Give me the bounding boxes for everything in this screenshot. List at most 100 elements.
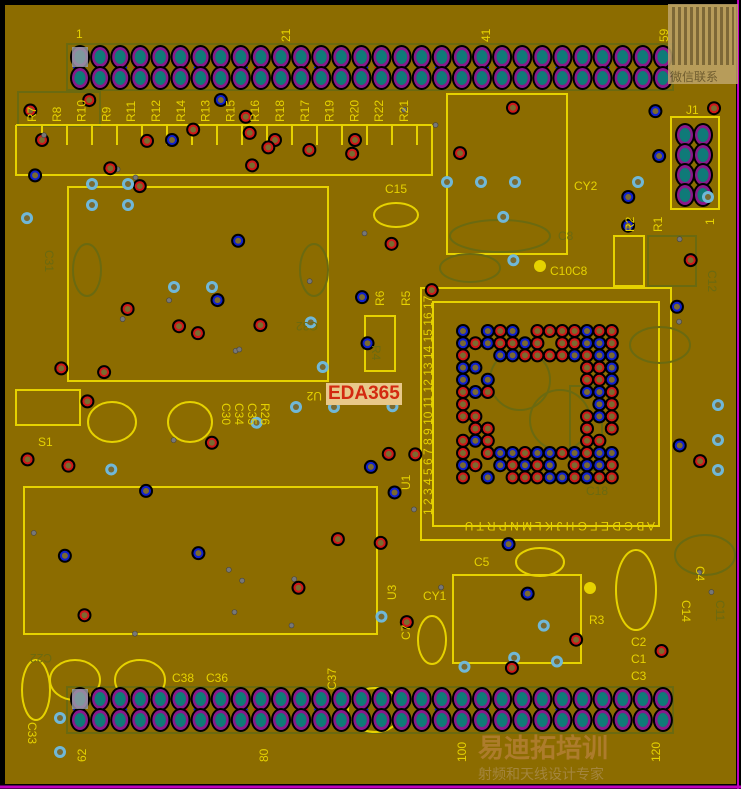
- via: [559, 328, 566, 334]
- header-pad-hole: [175, 692, 186, 706]
- via: [608, 413, 615, 420]
- via-hole: [512, 179, 518, 185]
- via: [546, 352, 553, 359]
- resistor-label: R14: [174, 100, 188, 122]
- via: [509, 474, 516, 481]
- top-header-pin-labels: 1 21 41 59: [76, 27, 671, 42]
- via: [65, 462, 72, 469]
- via: [608, 376, 615, 383]
- header-pad-hole: [255, 713, 267, 727]
- label-j1-pin1: 1: [703, 218, 717, 225]
- small-via: [676, 318, 682, 325]
- via: [596, 364, 603, 371]
- label-c14: C14: [679, 600, 693, 622]
- resistor-array-outline: [15, 124, 433, 176]
- header-pad-hole: [496, 692, 508, 706]
- via: [608, 462, 615, 469]
- via: [208, 439, 215, 446]
- resistor-label: R12: [149, 100, 163, 122]
- label-c12: C12: [705, 270, 719, 292]
- via: [608, 340, 615, 347]
- small-via: [708, 589, 715, 595]
- watermark-subtitle: 射频和天线设计专家: [478, 767, 604, 783]
- header-pad-hole: [476, 713, 488, 727]
- via: [195, 550, 202, 557]
- via-hole: [24, 215, 31, 222]
- via: [697, 458, 704, 465]
- header-pad-hole: [114, 692, 126, 706]
- via: [546, 474, 553, 481]
- via: [460, 437, 466, 444]
- via: [625, 222, 632, 229]
- via: [136, 183, 143, 190]
- via: [472, 425, 479, 432]
- label-c36: C36: [206, 671, 228, 685]
- header-pad-hole: [456, 50, 468, 64]
- via: [596, 401, 603, 408]
- header-pad-hole: [637, 50, 649, 64]
- header-pad-hole: [496, 71, 508, 85]
- header-pad-hole: [436, 71, 448, 85]
- label-cy2: CY2: [574, 179, 598, 193]
- header-pad-hole: [416, 50, 428, 64]
- via: [388, 240, 395, 247]
- via-hole: [553, 658, 560, 665]
- header-pad-hole: [114, 50, 126, 64]
- via: [676, 442, 683, 449]
- label-r26: R26: [258, 403, 272, 425]
- resistor-label: R10: [75, 100, 89, 122]
- label-c22: C22: [30, 651, 52, 665]
- via: [584, 376, 590, 383]
- header-pad-hole: [376, 713, 387, 727]
- label-c11: C11: [713, 600, 727, 621]
- small-via: [236, 346, 243, 353]
- header-pad-hole: [134, 50, 146, 64]
- small-via: [30, 530, 37, 536]
- via-hole: [293, 404, 299, 410]
- u2-outline: [67, 186, 329, 382]
- header-pad-hole: [617, 713, 629, 727]
- header-pad-hole: [476, 50, 488, 64]
- header-pad-hole: [94, 50, 106, 64]
- small-via: [306, 278, 313, 284]
- resistor-label: R22: [372, 100, 386, 122]
- c11-outline: [674, 534, 736, 576]
- label-r4: R4: [369, 345, 383, 361]
- via: [460, 376, 466, 383]
- via: [508, 664, 515, 671]
- via: [412, 451, 419, 458]
- label-j1: J1: [686, 103, 699, 117]
- via: [349, 150, 356, 157]
- via-hole: [307, 319, 314, 326]
- via: [403, 619, 410, 626]
- u3-outline: [23, 486, 378, 635]
- header-pad-hole: [335, 50, 347, 64]
- cy2-outline: [446, 93, 568, 255]
- u1-inner-outline: [432, 301, 660, 527]
- via-hole: [108, 466, 115, 473]
- header-pad-hole: [556, 71, 568, 85]
- via: [596, 389, 603, 395]
- via: [472, 413, 479, 420]
- label-c1: C1: [631, 652, 647, 666]
- header-pad-hole: [416, 71, 428, 85]
- label-c10c8: C10C8: [550, 264, 588, 278]
- header-pad-hole: [275, 713, 287, 727]
- header-pad-hole: [215, 713, 227, 727]
- small-via: [132, 174, 139, 181]
- header-pad-hole: [456, 713, 468, 727]
- header-pad-hole: [335, 713, 347, 727]
- qr-code-watermark: 微信联系: [668, 4, 738, 84]
- j1-outline: [670, 116, 720, 210]
- label-c33: C33: [25, 722, 39, 744]
- header-pad-hole: [376, 50, 387, 64]
- via: [559, 474, 566, 481]
- via: [687, 257, 694, 264]
- via: [608, 401, 615, 408]
- resistor-label: R11: [124, 101, 138, 122]
- label-c32: C32: [296, 319, 318, 333]
- label-u3: U3: [385, 584, 399, 600]
- header-pad-hole: [154, 50, 166, 64]
- via: [596, 376, 603, 383]
- resistor-label: R13: [199, 100, 213, 122]
